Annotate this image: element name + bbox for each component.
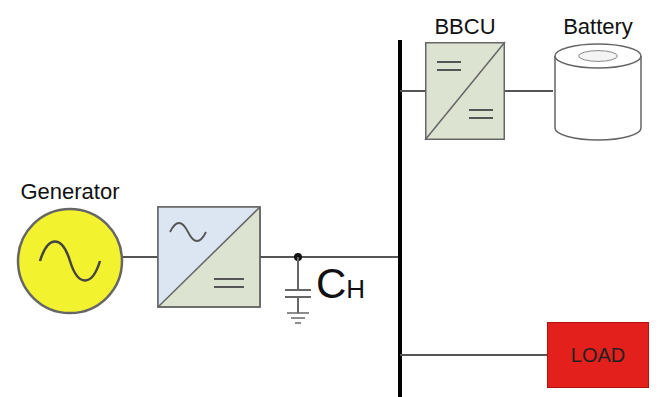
shape-cylinder — [553, 42, 643, 142]
bbcu-converter: BBCU — [415, 12, 515, 140]
node-heading: Battery — [563, 12, 633, 42]
load-box: LOAD — [547, 322, 649, 388]
wire — [505, 90, 553, 92]
wire — [400, 354, 548, 356]
shape-outline — [553, 42, 643, 142]
generator: Generator — [5, 177, 135, 315]
bus-bar — [398, 40, 402, 397]
capacitor-label: CH — [316, 262, 365, 311]
node-heading: BBCU — [434, 12, 495, 42]
node-heading: Generator — [20, 177, 119, 207]
shape-outline — [16, 207, 124, 315]
capacitor-symbol — [285, 257, 311, 323]
wire — [122, 256, 158, 258]
wire — [400, 90, 425, 92]
shape-circle — [16, 207, 124, 315]
ac-dc-converter — [158, 207, 260, 307]
node-text: LOAD — [571, 344, 625, 367]
wire — [260, 256, 400, 258]
shape-outline — [425, 42, 505, 140]
shape-dcdc — [425, 42, 505, 140]
battery: Battery — [548, 12, 648, 142]
shape-rect: LOAD — [547, 322, 649, 388]
